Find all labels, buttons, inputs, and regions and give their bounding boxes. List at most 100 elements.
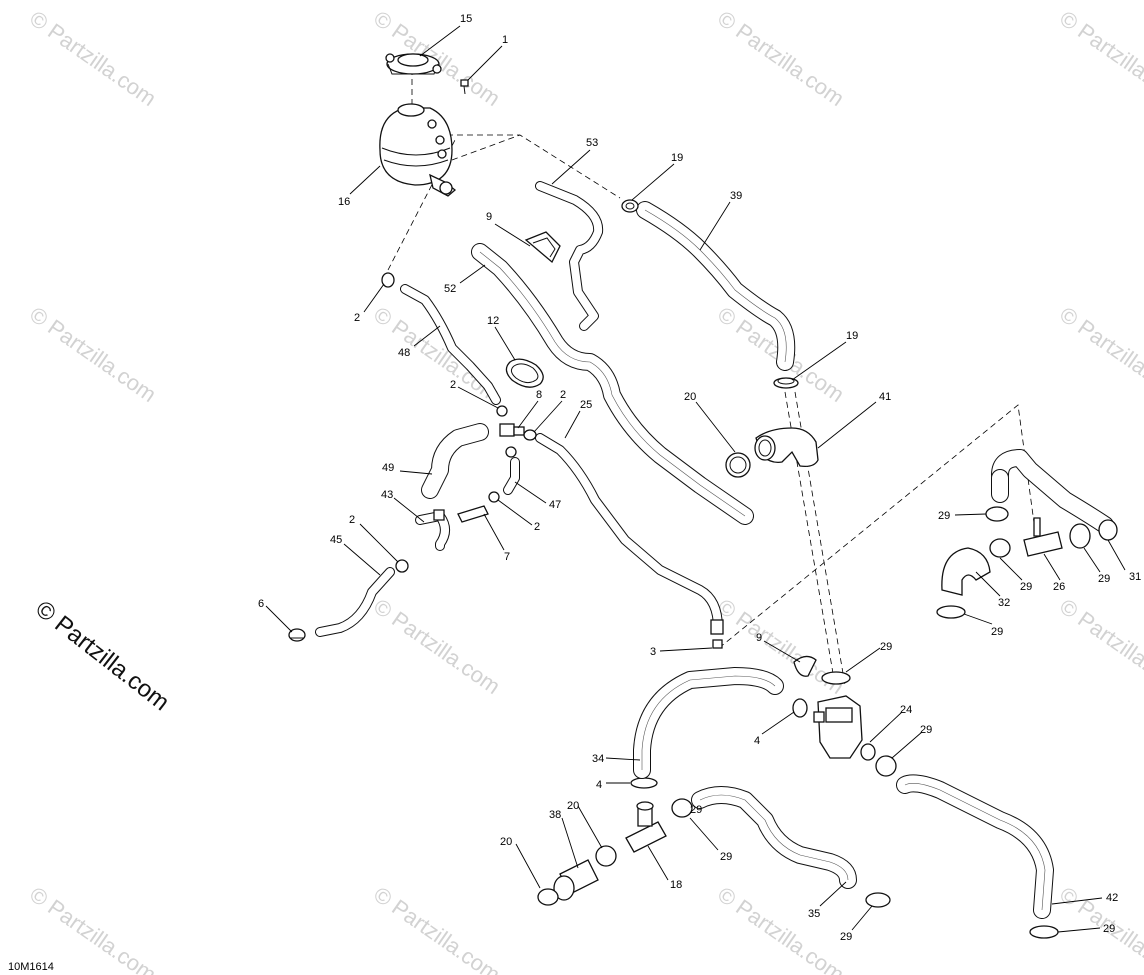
clamp-2-top (381, 272, 395, 288)
guide-line (718, 404, 1036, 649)
callout-4: 4 (596, 779, 602, 791)
hose-31 (991, 449, 1118, 541)
hose-48 (400, 284, 501, 405)
watermark-tile: © Partzilla.com (713, 882, 849, 975)
callout-31: 31 (1129, 571, 1141, 583)
callout-34: 34 (592, 753, 604, 765)
callout-9: 9 (486, 211, 492, 223)
brand-watermark: © Partzilla.com (30, 595, 174, 716)
callout-49: 49 (382, 462, 394, 474)
coolant-reservoir (379, 103, 457, 197)
clamp-29-hose35-top (671, 798, 693, 818)
clamp-4-lower (630, 777, 658, 789)
clamp-29-right-a (989, 538, 1011, 558)
seal-ring-12 (505, 358, 544, 388)
callout-29: 29 (1103, 923, 1115, 935)
hose-42 (896, 774, 1054, 919)
clamp-19-upper (621, 199, 639, 213)
callout-41: 41 (879, 391, 891, 403)
clamp-19-lower (773, 377, 799, 389)
callout-29: 29 (880, 641, 892, 653)
small-elbow-47 (503, 457, 520, 495)
hose-34 (633, 667, 784, 779)
callout-53: 53 (586, 137, 598, 149)
clamp-29-bottom-right (1029, 925, 1059, 939)
callout-3: 3 (650, 646, 656, 658)
thermostat-housing-24 (813, 695, 876, 761)
callout-7: 7 (504, 551, 510, 563)
callout-16: 16 (338, 196, 350, 208)
small-hose-43 (415, 509, 450, 551)
callout-18: 18 (670, 879, 682, 891)
clamp-6 (288, 628, 306, 642)
elbow-41 (754, 427, 819, 468)
callout-9: 9 (756, 632, 762, 644)
callout-38: 38 (549, 809, 561, 821)
callout-29: 29 (1098, 573, 1110, 585)
leader-lines (265, 25, 1126, 933)
callout-1: 1 (502, 34, 508, 46)
tee-fitting-18 (625, 801, 667, 853)
assembly-guide-lines (387, 60, 1036, 686)
tee-fitting-8 (496, 405, 537, 458)
callout-42: 42 (1106, 892, 1118, 904)
screw (460, 79, 469, 95)
callout-2: 2 (534, 521, 540, 533)
watermark-tile: © Partzilla.com (369, 882, 505, 975)
callout-2: 2 (349, 514, 355, 526)
callout-29: 29 (720, 851, 732, 863)
callout-19: 19 (671, 152, 683, 164)
callout-6: 6 (258, 598, 264, 610)
elbow-hose-49 (421, 423, 489, 499)
diagram-reference-code: 10M1614 (8, 961, 54, 973)
watermark-tile: © Partzilla.com (713, 6, 849, 112)
callout-48: 48 (398, 347, 410, 359)
callout-24: 24 (900, 704, 912, 716)
hose-35 (691, 786, 857, 889)
callout-29: 29 (938, 510, 950, 522)
clamp-20-upper (725, 452, 751, 478)
fitting-26 (1023, 517, 1063, 557)
clamp-29-hose35-bottom (865, 892, 891, 908)
callout-12: 12 (487, 315, 499, 327)
callout-15: 15 (460, 13, 472, 25)
clamp-29-right-bottom (936, 605, 966, 619)
callout-20: 20 (500, 836, 512, 848)
callout-20: 20 (684, 391, 696, 403)
watermark-tile: © Partzilla.com (369, 594, 505, 700)
callout-29: 29 (991, 626, 1003, 638)
clamp-29-right-b (1069, 523, 1091, 549)
hose-39 (636, 201, 796, 371)
callout-29: 29 (840, 931, 852, 943)
callout-2: 2 (450, 379, 456, 391)
watermark-tile: © Partzilla.com (1055, 594, 1144, 700)
hose-45 (315, 559, 409, 637)
callout-39: 39 (730, 190, 742, 202)
callout-25: 25 (580, 399, 592, 411)
guide-line (451, 134, 521, 161)
long-hose-52 (471, 243, 754, 525)
connector-7 (457, 491, 500, 523)
watermark-tile: © Partzilla.com (1055, 302, 1144, 408)
callout-2: 2 (560, 389, 566, 401)
clamp-29-mid (875, 755, 897, 777)
callout-35: 35 (808, 908, 820, 920)
callout-45: 45 (330, 534, 342, 546)
elbow-32 (941, 547, 991, 596)
watermark-tile: © Partzilla.com (1055, 6, 1144, 112)
watermark-tile: © Partzilla.com (25, 6, 161, 112)
radiator-cap (385, 53, 442, 75)
clamp-20-right (595, 845, 617, 867)
callout-19: 19 (846, 330, 858, 342)
callout-26: 26 (1053, 581, 1065, 593)
clamp-4-upper (792, 698, 808, 718)
callout-29: 29 (690, 804, 702, 816)
callout-29: 29 (1020, 581, 1032, 593)
callout-4: 4 (754, 735, 760, 747)
hose-end-3 (710, 619, 724, 649)
callout-47: 47 (549, 499, 561, 511)
callout-43: 43 (381, 489, 393, 501)
small-hose-53 (535, 181, 604, 331)
callout-2: 2 (354, 312, 360, 324)
